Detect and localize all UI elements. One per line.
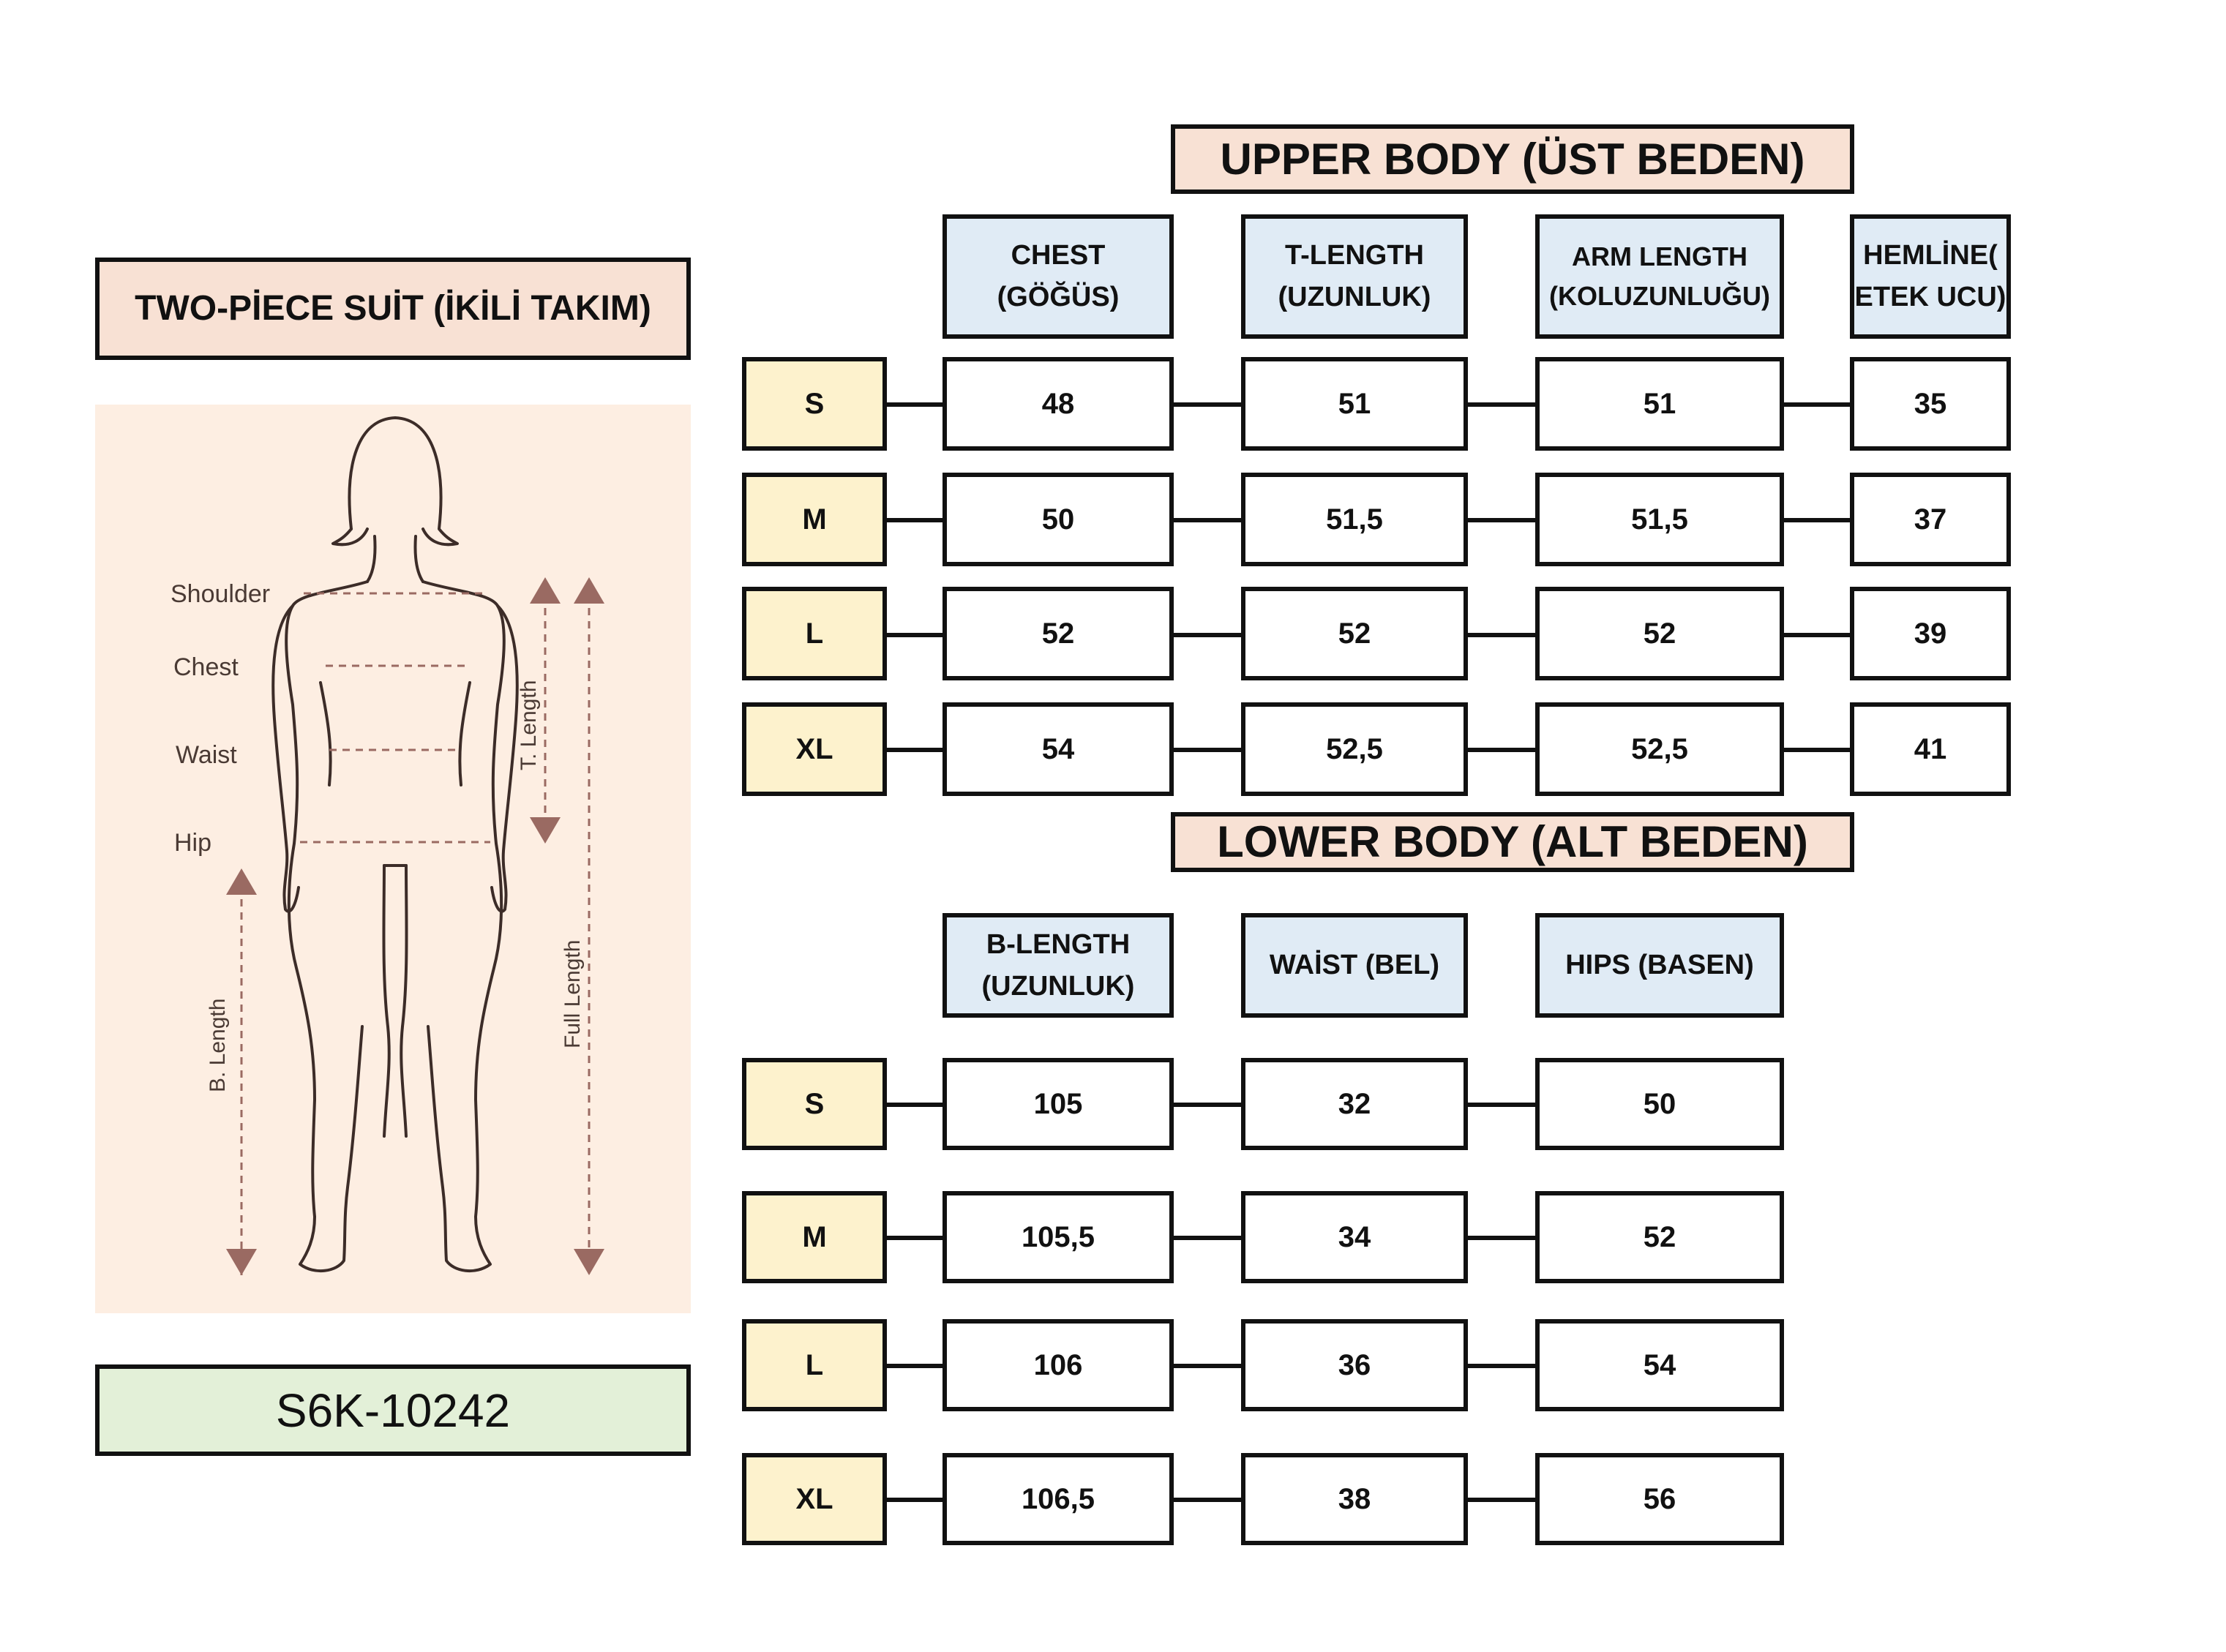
header-chest: CHEST (GÖĞÜS)	[943, 214, 1174, 339]
value-cell: 32	[1241, 1058, 1468, 1150]
t-length-label: T. Length	[517, 680, 541, 770]
value-cell: 52,5	[1241, 702, 1468, 796]
b-length-label: B. Length	[206, 999, 230, 1092]
size-cell: S	[742, 1058, 887, 1150]
product-code: S6K-10242	[95, 1364, 691, 1456]
waist-label: Waist	[176, 741, 237, 769]
suit-title: TWO-PİECE SUİT (İKİLİ TAKIM)	[95, 258, 691, 360]
measurement-guides	[226, 577, 604, 1275]
value-cell: 50	[1535, 1058, 1784, 1150]
value-cell: 37	[1850, 473, 2011, 566]
shoulder-label: Shoulder	[170, 580, 270, 608]
value-cell: 36	[1241, 1319, 1468, 1411]
value-cell: 105	[943, 1058, 1174, 1150]
value-cell: 52,5	[1535, 702, 1784, 796]
value-cell: 106,5	[943, 1453, 1174, 1545]
value-cell: 41	[1850, 702, 2011, 796]
chest-label: Chest	[173, 653, 239, 681]
size-cell: XL	[742, 1453, 887, 1545]
value-cell: 34	[1241, 1191, 1468, 1283]
value-cell: 52	[1241, 587, 1468, 680]
value-cell: 54	[1535, 1319, 1784, 1411]
full-length-label: Full Length	[561, 940, 585, 1048]
value-cell: 105,5	[943, 1191, 1174, 1283]
value-cell: 52	[1535, 587, 1784, 680]
body-silhouette-illustration: Shoulder Chest Waist Hip T. Length Full …	[170, 416, 604, 1275]
value-cell: 50	[943, 473, 1174, 566]
value-cell: 56	[1535, 1453, 1784, 1545]
header-b-length: B-LENGTH (UZUNLUK)	[943, 913, 1174, 1018]
value-cell: 51,5	[1241, 473, 1468, 566]
header-t-length: T-LENGTH (UZUNLUK)	[1241, 214, 1468, 339]
value-cell: 51	[1535, 357, 1784, 451]
value-cell: 52	[943, 587, 1174, 680]
value-cell: 51,5	[1535, 473, 1784, 566]
body-measurement-figure: Shoulder Chest Waist Hip T. Length Full …	[95, 405, 691, 1313]
header-arm-length: ARM LENGTH (KOLUZUNLUĞU)	[1535, 214, 1784, 339]
upper-body-title: UPPER BODY (ÜST BEDEN)	[1171, 124, 1854, 194]
header-hips: HIPS (BASEN)	[1535, 913, 1784, 1018]
size-cell: M	[742, 473, 887, 566]
size-cell: XL	[742, 702, 887, 796]
value-cell: 106	[943, 1319, 1174, 1411]
value-cell: 48	[943, 357, 1174, 451]
size-cell: M	[742, 1191, 887, 1283]
value-cell: 38	[1241, 1453, 1468, 1545]
size-cell: S	[742, 357, 887, 451]
figure-outline	[271, 416, 519, 1273]
size-cell: L	[742, 587, 887, 680]
size-cell: L	[742, 1319, 887, 1411]
value-cell: 51	[1241, 357, 1468, 451]
value-cell: 39	[1850, 587, 2011, 680]
header-waist: WAİST (BEL)	[1241, 913, 1468, 1018]
value-cell: 54	[943, 702, 1174, 796]
value-cell: 52	[1535, 1191, 1784, 1283]
value-cell: 35	[1850, 357, 2011, 451]
header-hemline: HEMLİNE( ETEK UCU)	[1850, 214, 2011, 339]
lower-body-title: LOWER BODY (ALT BEDEN)	[1171, 812, 1854, 872]
hip-label: Hip	[174, 829, 211, 857]
